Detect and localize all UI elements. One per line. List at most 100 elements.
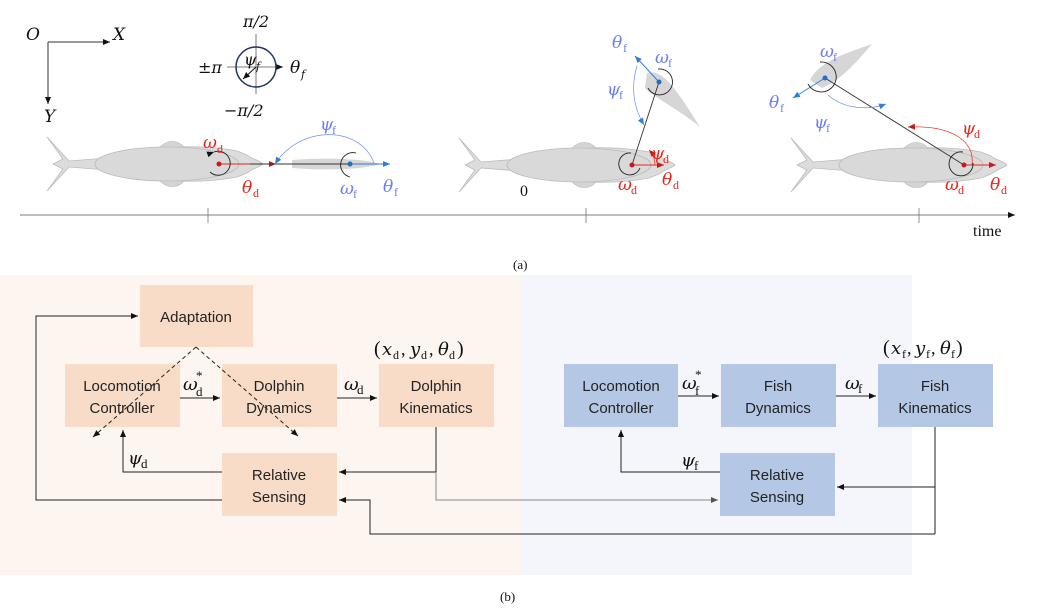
origin-label: O [26, 25, 40, 45]
adaptation-to-dynamics-dashed-arrow [195, 346, 299, 437]
svg-text:θ: θ [940, 338, 951, 359]
svg-text:f: f [623, 41, 627, 55]
fish-dynamics-block: Fish Dynamics [721, 364, 836, 427]
svg-text:f: f [695, 383, 700, 398]
svg-text:Kinematics: Kinematics [399, 400, 472, 417]
coordinate-frame: O X Y [26, 25, 126, 127]
svg-text:ω: ω [618, 175, 632, 195]
scene-3: ω f θ f ψ f ψ d θ d ω d [769, 42, 1008, 197]
svg-text:Dolphin: Dolphin [411, 378, 462, 395]
svg-text:f: f [902, 347, 906, 361]
svg-text:f: f [826, 121, 830, 135]
svg-text:Adaptation: Adaptation [160, 309, 232, 326]
svg-text:d: d [663, 152, 669, 166]
svg-text:f: f [833, 50, 837, 64]
svg-text:ψ: ψ [962, 119, 976, 139]
dolphin-state-to-fish-sensing-arrow [435, 472, 718, 503]
svg-text:Kinematics: Kinematics [898, 400, 971, 417]
svg-text:d: d [217, 142, 223, 156]
svg-text:f: f [694, 458, 699, 473]
adaptation-block: Adaptation [140, 285, 253, 347]
scene-2: θ f ω f ψ f ψ d θ d ω d 0 [458, 33, 700, 200]
fish-locomotion-controller-block: Locomotion Controller [564, 364, 678, 427]
svg-text:d: d [449, 348, 455, 362]
svg-text:*: * [695, 367, 702, 382]
omega-f-star-label: ω [682, 373, 697, 394]
svg-text:d: d [974, 127, 980, 141]
svg-text:θ: θ [438, 339, 449, 360]
svg-text:(: ( [883, 337, 890, 359]
panel-b: Adaptation Locomotion Controller Dolphin… [0, 275, 993, 604]
psi-f-label: ψ [681, 450, 696, 471]
svg-text:,: , [907, 338, 912, 358]
fish-connections [618, 393, 936, 534]
svg-text:ψ: ψ [607, 80, 621, 100]
x-axis-label: X [111, 25, 126, 45]
svg-text:ω: ω [340, 179, 354, 199]
svg-text:Dynamics: Dynamics [246, 400, 312, 417]
psi-f-feedback-arrow [618, 430, 720, 473]
svg-text:f: f [858, 381, 863, 396]
fish-body [645, 72, 700, 127]
svg-text:Sensing: Sensing [750, 489, 804, 506]
timeline-zero-label: 0 [520, 183, 528, 200]
svg-text:*: * [196, 368, 203, 383]
svg-text:): ) [956, 337, 963, 359]
svg-text:f: f [619, 88, 623, 102]
dolphin-dynamics-block: Dolphin Dynamics [222, 364, 337, 427]
svg-text:Fish: Fish [764, 378, 792, 395]
panel-a: O X Y π/2 −π/2 ±π θ f ψ f [20, 12, 1015, 272]
svg-text:ψ: ψ [814, 113, 828, 133]
omega-d-star-label: ω [183, 374, 198, 395]
svg-text:,: , [429, 339, 434, 359]
legend-center-label: ψ [244, 50, 257, 69]
y-axis-label: Y [44, 107, 57, 127]
svg-text:Locomotion: Locomotion [582, 378, 660, 395]
angle-circle [235, 46, 277, 88]
svg-text:(: ( [374, 338, 381, 360]
svg-text:f: f [668, 56, 672, 70]
fish-state-label: ( x f , y f , θ f ) [883, 337, 963, 361]
svg-text:d: d [357, 382, 364, 397]
time-axis-label: time [973, 223, 1001, 240]
svg-text:x: x [382, 339, 392, 360]
svg-text:θ: θ [990, 175, 1000, 195]
svg-text:Relative: Relative [750, 467, 804, 484]
omega-d-label: ω [344, 374, 359, 395]
adaptation-feedback-arrow [35, 313, 222, 501]
svg-text:f: f [926, 347, 930, 361]
svg-text:f: f [300, 68, 307, 81]
svg-text:ψ: ψ [651, 144, 665, 164]
psi-d-label: ψ [128, 448, 143, 469]
fish-relative-sensing-block: Relative Sensing [720, 453, 835, 516]
svg-text:ω: ω [945, 175, 959, 195]
svg-text:y: y [914, 338, 926, 359]
svg-text:θ: θ [612, 33, 622, 53]
svg-text:Controller: Controller [588, 400, 653, 417]
legend-left-label: ±π [198, 58, 222, 77]
svg-text:d: d [253, 186, 259, 200]
angle-legend: π/2 −π/2 ±π θ f ψ f [198, 12, 307, 120]
svg-text:Dolphin: Dolphin [254, 378, 305, 395]
dolphin-signal-labels: ω d * ω d ψ d ( x d , y d , θ d ) [128, 338, 464, 471]
svg-text:d: d [393, 348, 399, 362]
svg-text:Sensing: Sensing [252, 489, 306, 506]
svg-text:y: y [409, 339, 421, 360]
svg-text:d: d [673, 178, 679, 192]
svg-text:f: f [332, 123, 336, 137]
svg-text:θ: θ [242, 178, 252, 198]
fish-kinematics-block: Fish Kinematics [878, 364, 993, 427]
svg-text:x: x [891, 338, 901, 359]
svg-text:d: d [196, 384, 203, 399]
svg-text:d: d [421, 348, 427, 362]
dolphin-kinematics-block: Dolphin Kinematics [379, 364, 494, 427]
caption-b: (b) [500, 589, 515, 604]
svg-text:f: f [255, 60, 262, 73]
svg-text:): ) [457, 338, 464, 360]
svg-text:f: f [951, 347, 955, 361]
svg-text:d: d [958, 183, 964, 197]
timeline: time [20, 208, 1015, 240]
psi-d-feedback-arrow [120, 430, 222, 473]
svg-text:f: f [353, 187, 357, 201]
